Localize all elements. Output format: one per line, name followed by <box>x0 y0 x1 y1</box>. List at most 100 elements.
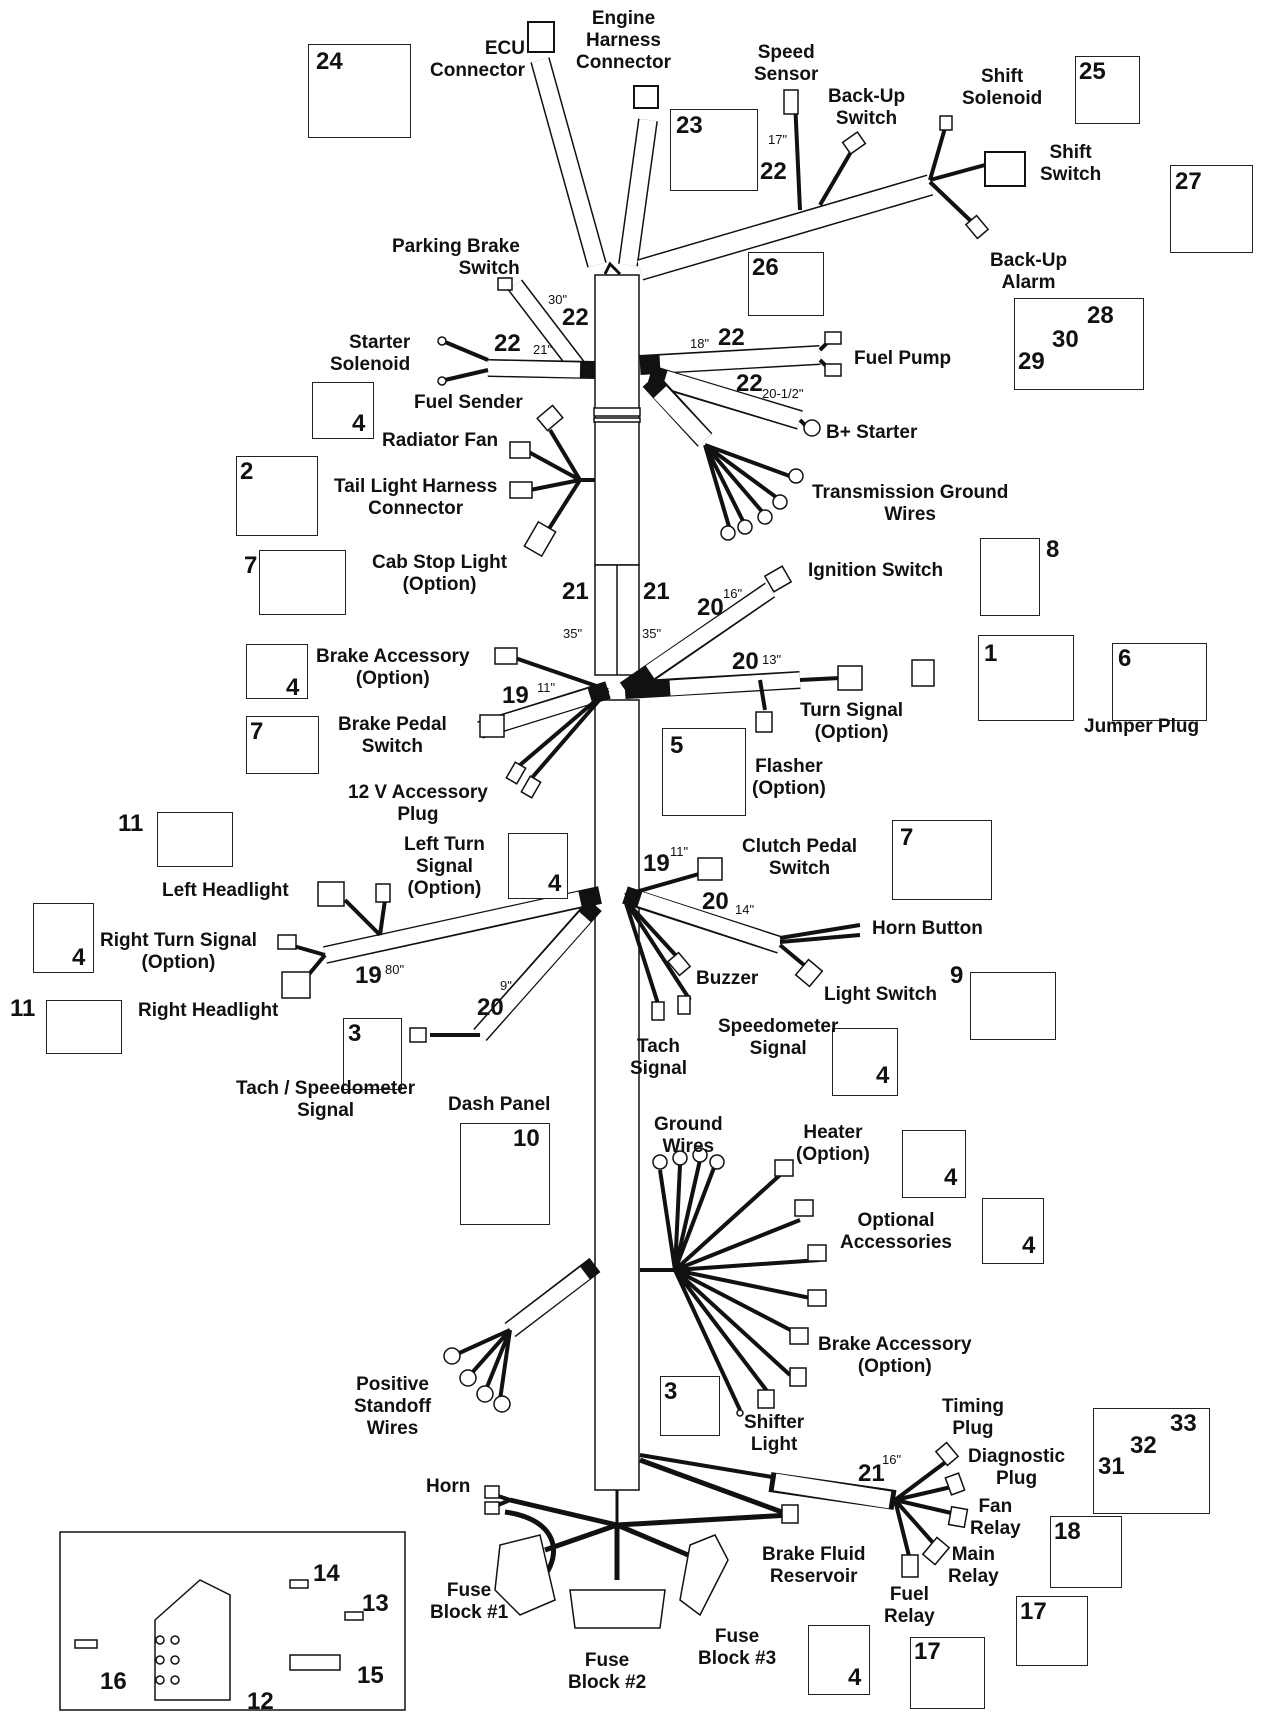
callout-box-11b <box>46 1000 122 1054</box>
label-cab-stop: Cab Stop Light (Option) <box>372 552 508 595</box>
label-timing-plug: Timing Plug <box>942 1396 1004 1439</box>
callout-7c: 7 <box>900 824 914 851</box>
callout-box-4a <box>312 382 374 439</box>
segment-22-starter: 22 <box>494 330 521 357</box>
label-flasher: Flasher (Option) <box>752 756 826 799</box>
segment-21-relays: 21 <box>858 1460 885 1487</box>
callout-box-4e <box>832 1028 898 1096</box>
callout-box-2 <box>236 456 318 536</box>
segment-19-brake: 19 <box>502 682 529 709</box>
callout-23: 23 <box>676 112 703 139</box>
callout-box-10 <box>460 1123 550 1225</box>
label-brake-fluid: Brake Fluid Reservoir <box>762 1544 866 1587</box>
callout-3a: 3 <box>348 1020 362 1047</box>
label-accessory-plug: 12 V Accessory Plug <box>348 782 488 825</box>
callout-17b: 17 <box>914 1638 941 1665</box>
callout-13: 13 <box>362 1590 389 1617</box>
segment-21-right: 21 <box>643 578 670 605</box>
segment-22-fuelpump: 22 <box>718 324 745 351</box>
label-left-turn: Left Turn Signal (Option) <box>404 834 485 899</box>
callout-29: 29 <box>1018 348 1045 375</box>
callout-11a: 11 <box>118 810 144 837</box>
length-11-clutch: 11" <box>670 844 689 859</box>
callout-30: 30 <box>1052 326 1079 353</box>
callout-17a: 17 <box>1020 1598 1047 1625</box>
callout-4e: 4 <box>876 1062 890 1089</box>
label-ignition: Ignition Switch <box>808 560 944 581</box>
callout-4c: 4 <box>548 870 562 897</box>
length-16-relays: 16" <box>882 1452 902 1467</box>
segment-20-horn: 20 <box>702 888 729 915</box>
label-optional-accessories: Optional Accessories <box>840 1210 952 1253</box>
label-fuse-block-3: Fuse Block #3 <box>698 1626 777 1669</box>
label-fan-relay: Fan Relay <box>970 1496 1021 1539</box>
label-diagnostic-plug: Diagnostic Plug <box>968 1446 1066 1489</box>
label-main-relay: Main Relay <box>948 1544 999 1587</box>
callout-26: 26 <box>752 254 779 281</box>
callout-3b: 3 <box>664 1378 678 1405</box>
callout-18: 18 <box>1054 1518 1081 1545</box>
callout-box-33 <box>1093 1408 1210 1514</box>
callout-box-26 <box>748 252 824 316</box>
callout-box-18 <box>1050 1516 1122 1588</box>
segment-22-bstarter: 22 <box>736 370 763 397</box>
length-9: 9" <box>500 978 512 993</box>
length-16-ignition: 16" <box>723 586 743 601</box>
label-shift-solenoid: Shift Solenoid <box>962 66 1043 109</box>
label-shifter-light: Shifter Light <box>744 1412 805 1455</box>
callout-box-28 <box>1014 298 1144 390</box>
label-b-starter: B+ Starter <box>826 422 918 443</box>
callout-box-3b <box>660 1376 720 1436</box>
callout-box-23 <box>670 109 758 191</box>
callout-31: 31 <box>1098 1453 1125 1480</box>
callout-7a: 7 <box>244 552 258 579</box>
callout-box-8 <box>980 538 1040 616</box>
callout-14: 14 <box>313 1560 340 1587</box>
callout-box-7b <box>246 716 319 774</box>
label-fuel-relay: Fuel Relay <box>884 1584 935 1627</box>
label-tail-light: Tail Light Harness Connector <box>334 476 498 519</box>
callout-box-27 <box>1170 165 1253 253</box>
callout-6: 6 <box>1118 645 1132 672</box>
segment-20-ignition: 20 <box>697 594 724 621</box>
callout-4a: 4 <box>352 410 366 437</box>
label-horn: Horn <box>426 1476 471 1497</box>
label-dash-panel: Dash Panel <box>448 1094 551 1115</box>
callout-15: 15 <box>357 1662 384 1689</box>
callout-box-3a <box>343 1018 402 1090</box>
label-backup-switch: Back-Up Switch <box>828 86 906 129</box>
length-21: 21" <box>533 342 553 357</box>
length-30: 30" <box>548 292 568 307</box>
label-jumper-plug: Jumper Plug <box>1084 716 1200 737</box>
label-buzzer: Buzzer <box>696 968 759 989</box>
label-turn-signal: Turn Signal (Option) <box>800 700 904 743</box>
length-20-half: 20-1/2" <box>762 386 804 401</box>
label-fuse-block-2: Fuse Block #2 <box>568 1650 647 1693</box>
callout-1: 1 <box>984 640 998 667</box>
inset-fuse-parts <box>59 1531 406 1711</box>
label-trans-ground: Transmission Ground Wires <box>812 482 1009 525</box>
length-18: 18" <box>690 336 710 351</box>
callout-box-1 <box>978 635 1074 721</box>
callout-5: 5 <box>670 732 684 759</box>
label-fuel-pump: Fuel Pump <box>854 348 952 369</box>
label-right-turn: Right Turn Signal (Option) <box>100 930 257 973</box>
callout-box-4f <box>902 1130 966 1198</box>
segment-21-left: 21 <box>562 578 589 605</box>
label-speed-sensor: Speed Sensor <box>754 42 819 85</box>
callout-4d: 4 <box>72 944 86 971</box>
callout-box-4b <box>246 644 308 699</box>
segment-20-turn: 20 <box>732 648 759 675</box>
length-80: 80" <box>385 962 405 977</box>
callout-2: 2 <box>240 458 254 485</box>
label-brake-pedal: Brake Pedal Switch <box>338 714 447 757</box>
callout-4h: 4 <box>848 1664 862 1691</box>
callout-8: 8 <box>1046 536 1060 563</box>
callout-box-5 <box>662 728 746 816</box>
length-14: 14" <box>735 902 755 917</box>
callout-11b: 11 <box>10 995 36 1022</box>
segment-22-speed: 22 <box>760 158 787 185</box>
label-positive-standoff: Positive Standoff Wires <box>354 1374 432 1439</box>
callout-16: 16 <box>100 1668 127 1695</box>
